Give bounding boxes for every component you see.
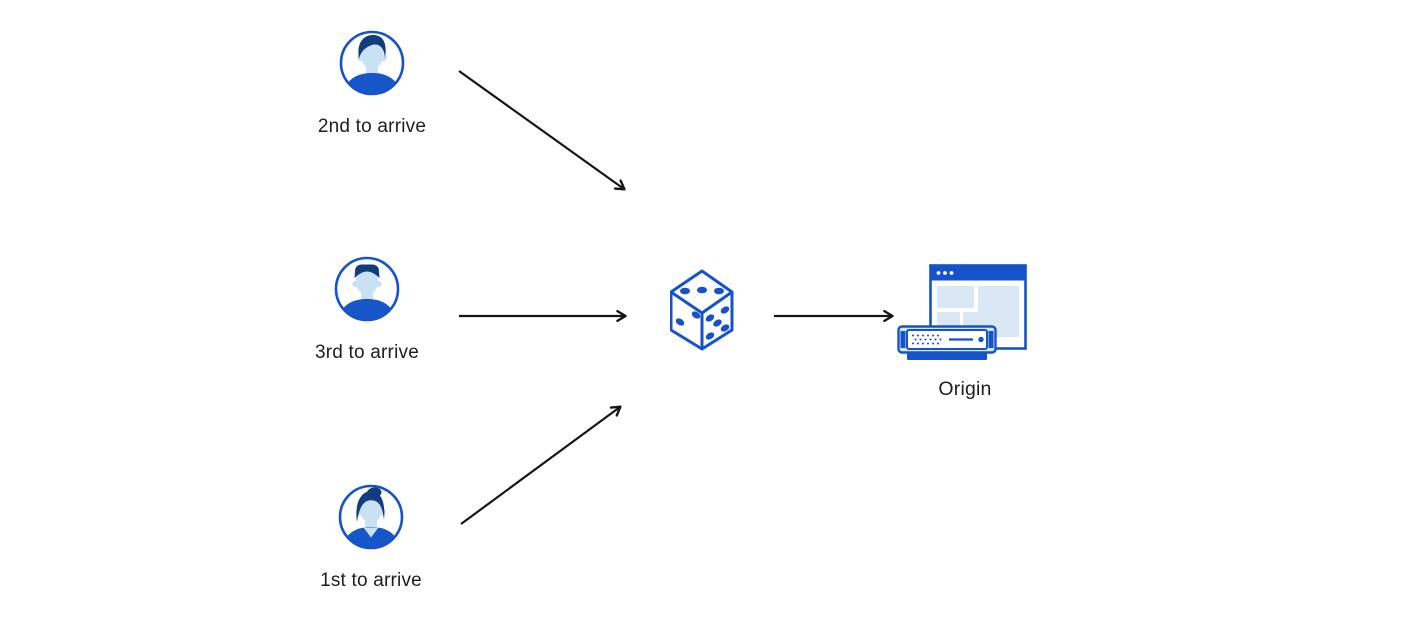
dice-icon bbox=[670, 269, 734, 351]
server-vent-dots bbox=[911, 334, 942, 345]
node-client-3rd: 3rd to arrive bbox=[287, 256, 447, 364]
origin-label: Origin bbox=[938, 378, 992, 400]
node-client-1st: 1st to arrive bbox=[291, 484, 451, 592]
client-3rd-label: 3rd to arrive bbox=[315, 342, 419, 363]
client-1st-label: 1st to arrive bbox=[320, 570, 422, 591]
person-avatar-icon bbox=[338, 484, 404, 550]
arrow-client-1st-to-dice bbox=[460, 405, 622, 525]
node-client-2nd: 2nd to arrive bbox=[292, 30, 452, 138]
person-avatar-icon bbox=[339, 30, 405, 96]
node-dice bbox=[622, 269, 782, 351]
arrow-client-2nd-to-dice bbox=[458, 70, 626, 191]
person-avatar-icon bbox=[334, 256, 400, 322]
server-icon bbox=[897, 325, 997, 360]
client-2nd-label: 2nd to arrive bbox=[317, 116, 427, 137]
node-origin: Origin bbox=[895, 262, 1035, 407]
